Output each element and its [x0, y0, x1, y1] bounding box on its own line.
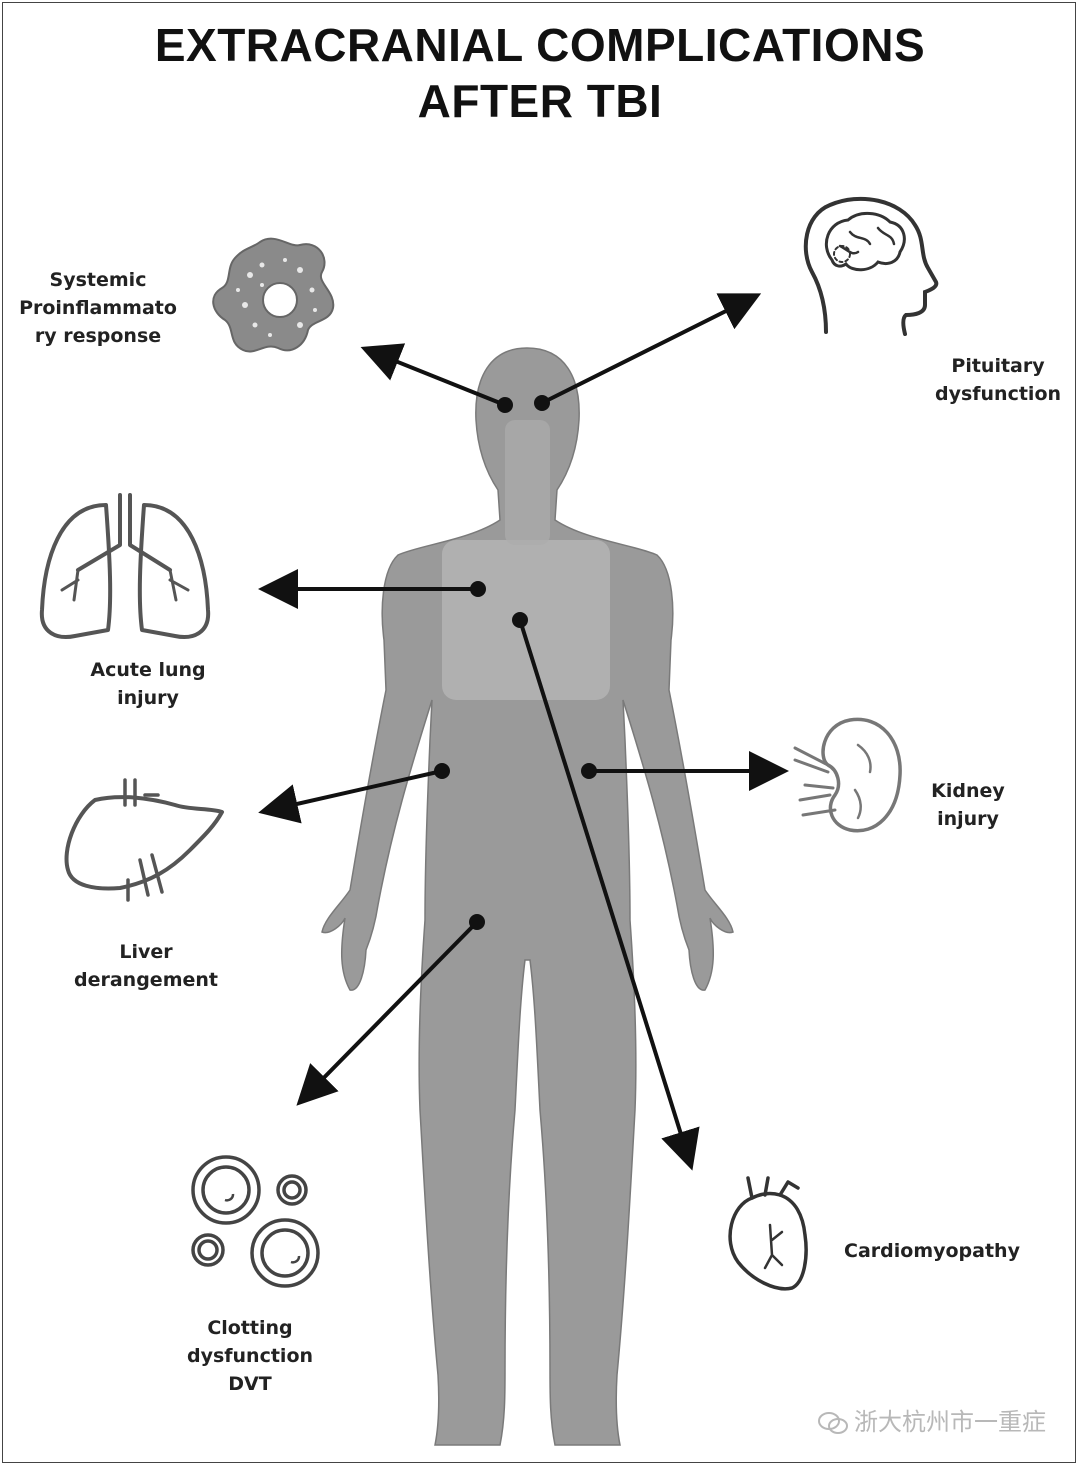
- label-kidney: Kidney injury: [931, 780, 1005, 830]
- arrow-inflammatory: [360, 343, 506, 407]
- neck-region: [505, 420, 550, 545]
- immune-cell-icon: [212, 237, 335, 353]
- body-silhouette: [321, 347, 734, 1446]
- wechat-icon: [818, 1412, 848, 1434]
- arrow-clotting: [296, 920, 479, 1106]
- label-inflammatory: Systemic Proinflammato ry response: [19, 269, 177, 347]
- brain-head-icon: [803, 196, 939, 336]
- title-line-2: AFTER TBI: [417, 75, 663, 127]
- heart-icon: [728, 1176, 808, 1291]
- arrow-liver: [258, 769, 443, 824]
- label-clotting: Clotting dysfunction DVT: [186, 1317, 314, 1395]
- title-line-1: EXTRACRANIAL COMPLICATIONS: [154, 19, 926, 71]
- arrow-pituitary: [541, 293, 762, 405]
- label-lung: Acute lung injury: [90, 659, 206, 709]
- blood-cells-icon: [191, 1155, 320, 1288]
- origin-dots: [434, 395, 597, 930]
- arrows: [258, 293, 789, 1171]
- label-cardio: Cardiomyopathy: [844, 1240, 1020, 1262]
- watermark-text: 浙大杭州市一重症: [854, 1408, 1046, 1436]
- arrow-cardio: [518, 619, 700, 1171]
- watermark: 浙大杭州市一重症: [818, 1402, 1046, 1437]
- lungs-icon: [39, 493, 211, 639]
- label-pituitary: Pituitary dysfunction: [934, 355, 1062, 405]
- liver-icon: [64, 778, 224, 902]
- label-liver: Liver derangement: [74, 941, 218, 991]
- kidney-icon: [793, 717, 902, 833]
